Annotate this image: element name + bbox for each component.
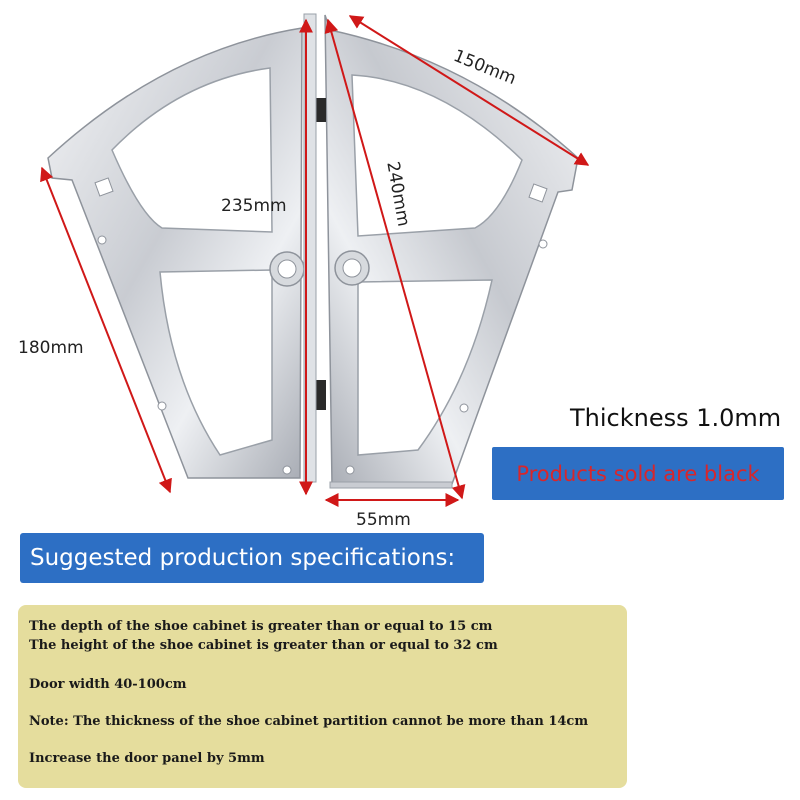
sold-color-banner: Products sold are black (492, 447, 784, 500)
spec-line-door-panel: Increase the door panel by 5mm (29, 751, 265, 766)
sold-color-text: Products sold are black (516, 461, 760, 486)
dimension-label-55: 55mm (356, 510, 411, 530)
left-hinge-bracket (47, 27, 305, 479)
dimension-lines (40, 15, 590, 507)
spec-heading: Suggested production specifications: (30, 545, 456, 571)
spec-line-height: The height of the shoe cabinet is greate… (29, 638, 498, 653)
spec-line-depth: The depth of the shoe cabinet is greater… (29, 619, 493, 634)
spec-line-partition-note: Note: The thickness of the shoe cabinet … (29, 714, 589, 729)
dim-line-180 (40, 166, 172, 494)
thickness-note: Thickness 1.0mm (570, 404, 782, 432)
spec-line-door-width: Door width 40-100cm (29, 677, 187, 692)
dimension-label-235: 235mm (221, 196, 287, 216)
spec-panel: The depth of the shoe cabinet is greater… (18, 605, 627, 788)
dimension-label-180: 180mm (18, 338, 84, 358)
right-hinge-bracket (303, 13, 579, 489)
hinge-product-figure (40, 13, 590, 507)
spec-heading-banner: Suggested production specifications: (20, 533, 484, 583)
dim-line-240 (324, 18, 466, 500)
